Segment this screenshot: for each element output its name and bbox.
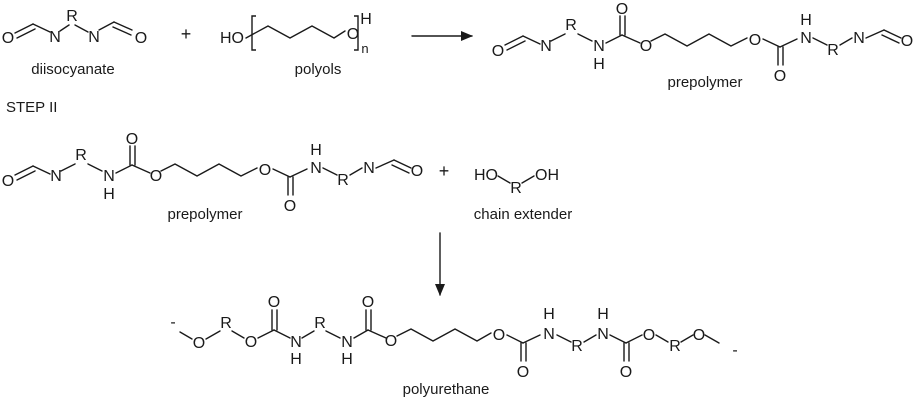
atom-N: N: [543, 326, 555, 343]
atom-O: O: [135, 30, 147, 47]
atom-O: O: [385, 333, 397, 350]
atom-OH: OH: [535, 167, 559, 184]
atom-R: R: [827, 42, 839, 59]
prepolymer-label: prepolymer: [667, 74, 742, 91]
atom-H: H: [593, 56, 605, 73]
atom-N: N: [853, 30, 865, 47]
atom-R: R: [220, 315, 232, 332]
polyols-structure: HO O H n polyols: [220, 11, 372, 78]
chain-extender-bonds: [497, 175, 535, 184]
prepolymer-label: prepolymer: [167, 206, 242, 223]
atom-O: O: [268, 294, 280, 311]
chain-extender-structure: HO R OH chain extender: [474, 167, 572, 223]
atom-N: N: [49, 29, 61, 46]
prepolymer-structure: O N R N H O O O O H N R N O prepolymer: [492, 1, 913, 91]
polyols-chain-bonds: [245, 25, 346, 39]
atom-N: N: [290, 334, 302, 351]
atom-O: O: [640, 38, 652, 55]
dash-left: -: [170, 314, 175, 331]
left-bracket: [251, 15, 256, 51]
atom-HO: HO: [474, 167, 498, 184]
atom-H: H: [800, 12, 812, 29]
atom-O: O: [517, 364, 529, 381]
atom-O: O: [616, 1, 628, 18]
atom-O: O: [411, 163, 423, 180]
subscript-n: n: [361, 41, 368, 56]
prepolymer-bonds: [504, 15, 902, 66]
atom-R: R: [669, 338, 681, 355]
atom-O: O: [749, 32, 761, 49]
atom-O: O: [362, 294, 374, 311]
prepolymer-bonds: [14, 145, 412, 196]
atom-O: O: [126, 131, 138, 148]
atom-H: H: [103, 186, 115, 203]
polyurethane-bonds: [179, 309, 720, 362]
atom-O: O: [193, 335, 205, 352]
right-bracket: [354, 15, 359, 51]
step-title: STEP II: [6, 99, 57, 116]
atom-H: H: [290, 351, 302, 368]
atom-N: N: [597, 326, 609, 343]
diisocyanate-structure: O N R N O diisocyanate: [2, 8, 147, 78]
atom-R: R: [510, 180, 522, 197]
atom-H: H: [341, 351, 353, 368]
atom-O: O: [643, 327, 655, 344]
atom-O: O: [245, 334, 257, 351]
chain-extender-label: chain extender: [474, 206, 572, 223]
atom-O: O: [347, 26, 359, 43]
plus-sign: +: [439, 161, 450, 181]
atom-O: O: [901, 33, 913, 50]
atom-R: R: [66, 8, 78, 25]
atom-R: R: [337, 172, 349, 189]
atom-H: H: [543, 306, 555, 323]
atom-H: H: [360, 11, 372, 28]
atom-H: H: [597, 306, 609, 323]
dash-right: -: [732, 342, 737, 359]
atom-O: O: [259, 162, 271, 179]
plus-sign: +: [181, 24, 192, 44]
diisocyanate-bonds: [14, 21, 133, 39]
atom-O: O: [2, 173, 14, 190]
atom-R: R: [565, 17, 577, 34]
atom-HO: HO: [220, 30, 244, 47]
atom-H: H: [310, 142, 322, 159]
atom-N: N: [103, 168, 115, 185]
atom-N: N: [88, 29, 100, 46]
atom-R: R: [571, 338, 583, 355]
atom-O: O: [284, 198, 296, 215]
atom-O: O: [2, 30, 14, 47]
atom-O: O: [493, 327, 505, 344]
atom-N: N: [310, 160, 322, 177]
atom-O: O: [150, 168, 162, 185]
polyurethane-label: polyurethane: [403, 381, 490, 398]
polyurethane-structure: - O R O O N H R N H O O O O H N R H N O …: [170, 294, 737, 398]
polyols-label: polyols: [295, 61, 342, 78]
prepolymer-structure: O N R N H O O O O H N R N O prepolymer: [2, 131, 423, 223]
atom-R: R: [75, 147, 87, 164]
atom-N: N: [341, 334, 353, 351]
atom-N: N: [540, 38, 552, 55]
atom-O: O: [693, 327, 705, 344]
atom-N: N: [50, 168, 62, 185]
atom-N: N: [800, 30, 812, 47]
atom-N: N: [363, 160, 375, 177]
diisocyanate-label: diisocyanate: [31, 61, 114, 78]
atom-N: N: [593, 38, 605, 55]
atom-O: O: [774, 68, 786, 85]
atom-O: O: [492, 43, 504, 60]
atom-O: O: [620, 364, 632, 381]
atom-R: R: [314, 315, 326, 332]
